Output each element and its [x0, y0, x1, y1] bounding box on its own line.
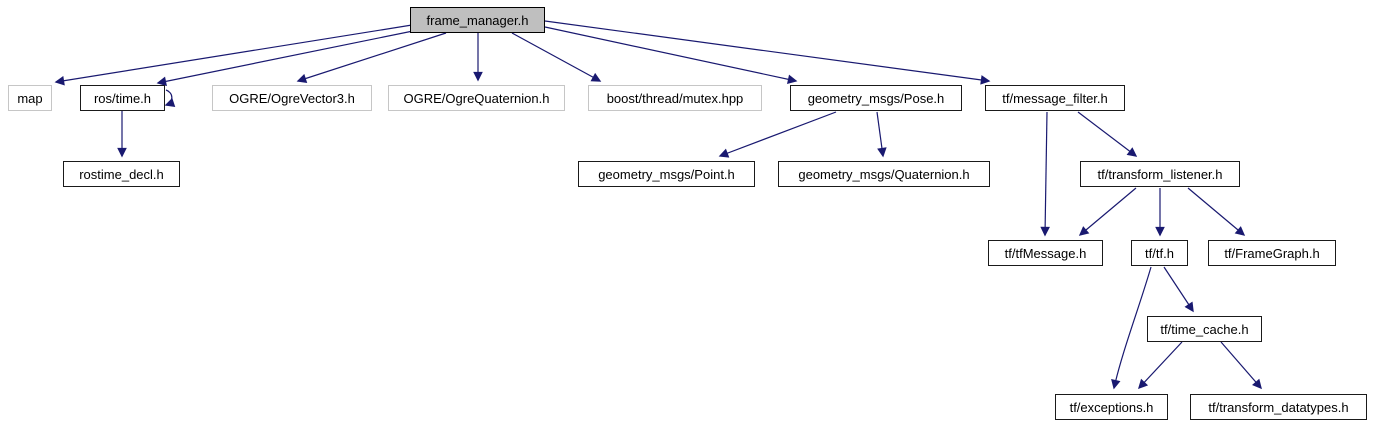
edge-frame_manager-ogre_vector3	[296, 32, 447, 84]
edge-pose-quaternion	[876, 111, 887, 158]
node-tf-tfmessage[interactable]: tf/tfMessage.h	[988, 240, 1103, 266]
node-tf-framegraph[interactable]: tf/FrameGraph.h	[1208, 240, 1336, 266]
edge-pose-point	[718, 111, 837, 158]
edge-transform_listener-tf_message	[1078, 187, 1137, 236]
node-tf-tf[interactable]: tf/tf.h	[1131, 240, 1188, 266]
node-geometry-quaternion[interactable]: geometry_msgs/Quaternion.h	[778, 161, 990, 187]
edge-frame_manager-pose	[544, 26, 798, 84]
node-ros-time[interactable]: ros/time.h	[80, 85, 165, 111]
node-geometry-pose[interactable]: geometry_msgs/Pose.h	[790, 85, 962, 111]
edge-transform_listener-frame_graph	[1187, 187, 1246, 236]
edge-frame_manager-boost_mutex	[511, 32, 602, 82]
node-ogre-vector3: OGRE/OgreVector3.h	[212, 85, 372, 111]
node-rostime-decl[interactable]: rostime_decl.h	[63, 161, 180, 187]
node-geometry-point[interactable]: geometry_msgs/Point.h	[578, 161, 755, 187]
node-tf-transform-datatypes[interactable]: tf/transform_datatypes.h	[1190, 394, 1367, 420]
edge-message_filter-tf_message	[1040, 111, 1050, 237]
node-tf-message-filter[interactable]: tf/message_filter.h	[985, 85, 1125, 111]
node-tf-exceptions[interactable]: tf/exceptions.h	[1055, 394, 1168, 420]
edge-tf-time_cache	[1163, 266, 1194, 313]
edge-time_cache-exceptions	[1138, 341, 1183, 390]
edge-time_cache-transform_datatypes	[1220, 341, 1262, 390]
edge-tf-exceptions	[1111, 266, 1152, 390]
node-frame-manager: frame_manager.h	[410, 7, 545, 33]
node-tf-time-cache[interactable]: tf/time_cache.h	[1147, 316, 1262, 342]
edge-frame_manager-ros_time	[156, 30, 414, 87]
node-tf-transform-listener[interactable]: tf/transform_listener.h	[1080, 161, 1240, 187]
node-boost-mutex: boost/thread/mutex.hpp	[588, 85, 762, 111]
node-ogre-quaternion: OGRE/OgreQuaternion.h	[388, 85, 565, 111]
edge-ros_time-self-loop	[164, 89, 176, 107]
edge-frame_manager-message_filter	[544, 20, 991, 85]
edge-frame_manager-map	[54, 24, 413, 86]
edge-message_filter-transform_listener	[1077, 111, 1138, 157]
node-map: map	[8, 85, 52, 111]
